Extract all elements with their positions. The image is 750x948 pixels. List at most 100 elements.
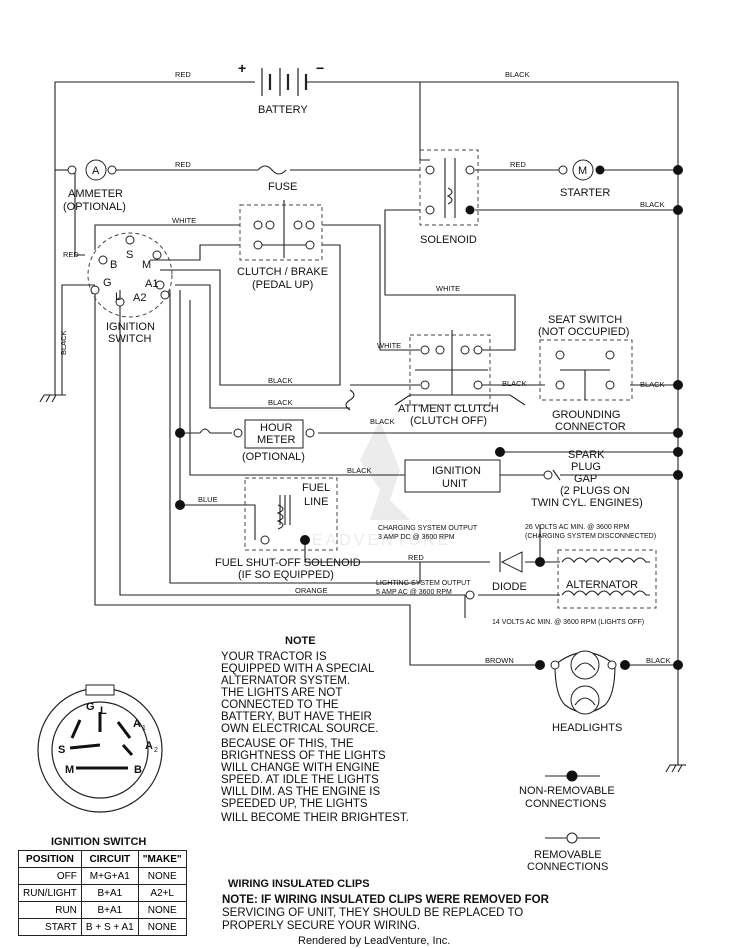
starter: M STARTER RED BLACK: [510, 159, 683, 215]
note-line: THE LIGHTS ARE NOT: [221, 687, 342, 699]
headlights: BROWN BLACK HEADLIGHTS: [485, 650, 683, 734]
note-line: ALTERNATOR SYSTEM.: [221, 675, 350, 687]
face-A2-sub: 2: [154, 747, 158, 754]
fuel-line-label: FUEL: [302, 482, 330, 494]
note-line: SPEED. AT IDLE THE LIGHTS: [221, 774, 379, 786]
wire-black-3: BLACK: [370, 417, 395, 426]
ignition-unit: IGNITION UNIT BLACK SPARK PLUG GAP (2 PL…: [347, 447, 683, 509]
table-cell: OFF: [18, 867, 82, 885]
note-line: YOUR TRACTOR IS: [221, 651, 327, 663]
hour-meter: HOUR METER (OPTIONAL): [175, 419, 683, 463]
clutch-brake-label: CLUTCH / BRAKE: [237, 266, 328, 278]
diode-label: DIODE: [492, 581, 527, 593]
spark-plug-label-5: TWIN CYL. ENGINES): [531, 497, 643, 509]
wire-black-vertical: BLACK: [59, 330, 68, 355]
non-removable-label-2: CONNECTIONS: [525, 798, 606, 810]
wire-red-fuel: RED: [408, 553, 424, 562]
wire-white-mid: WHITE: [436, 284, 460, 293]
attment-clutch-label: ATT'MENT CLUTCH: [398, 403, 499, 415]
wire-black-solenoid: BLACK: [640, 200, 665, 209]
fuel-line-label-2: LINE: [304, 496, 328, 508]
table-row: RUN/LIGHT B+A1 A2+L: [18, 884, 187, 902]
table-cell: NONE: [137, 901, 187, 919]
removable-label-2: CONNECTIONS: [527, 861, 608, 873]
battery: + − BATTERY RED BLACK: [175, 60, 530, 116]
starter-label: STARTER: [560, 187, 610, 199]
wire-white-clutch: WHITE: [377, 341, 401, 350]
table-header: "MAKE": [137, 850, 187, 868]
note-line: CONNECTED TO THE: [221, 699, 339, 711]
face-A2: A: [145, 740, 153, 752]
table-header: CIRCUIT: [80, 850, 139, 868]
ignition-table-title: IGNITION SWITCH: [51, 836, 146, 848]
volts-26: 26 VOLTS AC MIN. @ 3600 RPM: [525, 524, 629, 531]
note-line: WILL DIM. AS THE ENGINE IS: [221, 786, 380, 798]
grounding-sub: CONNECTOR: [555, 421, 626, 433]
clips-line: SERVICING OF UNIT, THEY SHOULD BE REPLAC…: [222, 907, 523, 919]
volts-14: 14 VOLTS AC MIN. @ 3600 RPM (LIGHTS OFF): [492, 619, 644, 626]
alternator-section: CHARGING SYSTEM OUTPUT 3 AMP DC @ 3600 R…: [295, 524, 657, 626]
table-row: START B + S + A1 NONE: [18, 918, 187, 936]
volts-26-sub: (CHARGING SYSTEM DISCONNECTED): [525, 533, 656, 540]
clips-note: WIRING INSULATED CLIPS NOTE: IF WIRING I…: [222, 878, 550, 932]
battery-plus: +: [238, 60, 246, 76]
table-cell: B + S + A1: [80, 918, 139, 936]
spark-plug-label-3: GAP: [574, 473, 597, 485]
ammeter-symbol: A: [92, 165, 100, 177]
face-A1-sub: 1: [142, 725, 146, 732]
hour-meter-sub: (OPTIONAL): [242, 451, 305, 463]
removable-label: REMOVABLE: [534, 849, 602, 861]
face-A1: A: [133, 718, 141, 730]
wire-black-ign: BLACK: [347, 466, 372, 475]
fuel-solenoid-label: FUEL SHUT-OFF SOLENOID: [215, 557, 361, 569]
clips-title: WIRING INSULATED CLIPS: [228, 878, 370, 890]
face-L: L: [100, 705, 107, 717]
non-removable-label: NON-REMOVABLE: [519, 785, 615, 797]
note-line: BATTERY, BUT HAVE THEIR: [221, 711, 372, 723]
terminal-S: S: [126, 249, 133, 261]
face-B: B: [134, 764, 142, 776]
removable-symbol: [566, 832, 578, 844]
terminal-A1: A1: [145, 278, 158, 290]
seat-switch-sub: (NOT OCCUPIED): [538, 326, 629, 338]
spark-plug-label: SPARK: [568, 449, 605, 461]
table-header-row: POSITION CIRCUIT "MAKE": [18, 850, 187, 868]
wire-black-head: BLACK: [646, 656, 671, 665]
fuel-solenoid-sub: (IF SO EQUIPPED): [238, 569, 334, 581]
ammeter-label: AMMETER: [68, 188, 123, 200]
note-line: WILL BECOME THEIR BRIGHTEST.: [221, 812, 409, 824]
wire-black-top: BLACK: [505, 70, 530, 79]
charging-output: CHARGING SYSTEM OUTPUT: [378, 525, 478, 532]
clips-line: PROPERLY SECURE YOUR WIRING.: [222, 920, 420, 932]
wire-black-att: BLACK: [502, 379, 527, 388]
table-cell: START: [18, 918, 82, 936]
attment-clutch-sub: (CLUTCH OFF): [410, 415, 487, 427]
seat-switch-label: SEAT SWITCH: [548, 314, 622, 326]
battery-label: BATTERY: [258, 104, 308, 116]
note-line: OWN ELECTRICAL SOURCE.: [221, 723, 378, 735]
wire-orange: ORANGE: [295, 586, 328, 595]
table-cell: M+G+A1: [80, 867, 139, 885]
face-S: S: [58, 744, 65, 756]
clutch-brake-switch: CLUTCH / BRAKE (PEDAL UP) WHITE: [172, 200, 328, 291]
wire-black-2: BLACK: [268, 398, 293, 407]
wires: [39, 81, 686, 773]
wire-red-left: RED: [63, 250, 79, 259]
starter-symbol: M: [578, 165, 587, 177]
note-line: BRIGHTNESS OF THE LIGHTS: [221, 750, 386, 762]
note-line: BECAUSE OF THIS, THE: [221, 738, 354, 750]
table-header: POSITION: [18, 850, 82, 868]
hour-meter-label: HOUR: [260, 422, 292, 434]
note-line: SPEEDED UP, THE LIGHTS: [221, 798, 368, 810]
ignition-switch-sub: SWITCH: [108, 333, 151, 345]
wire-brown: BROWN: [485, 656, 514, 665]
ignition-table: POSITION CIRCUIT "MAKE" OFF M+G+A1 NONE …: [18, 850, 187, 936]
headlights-label: HEADLIGHTS: [552, 722, 622, 734]
wire-black-1: BLACK: [268, 376, 293, 385]
legend: NON-REMOVABLE CONNECTIONS REMOVABLE CONN…: [519, 770, 615, 873]
spark-plug-label-2: PLUG: [571, 461, 601, 473]
lighting-output: LIGHTING SYSTEM OUTPUT: [376, 580, 471, 587]
wire-black-seat: BLACK: [640, 380, 665, 389]
grounding-label: GROUNDING: [552, 409, 620, 421]
